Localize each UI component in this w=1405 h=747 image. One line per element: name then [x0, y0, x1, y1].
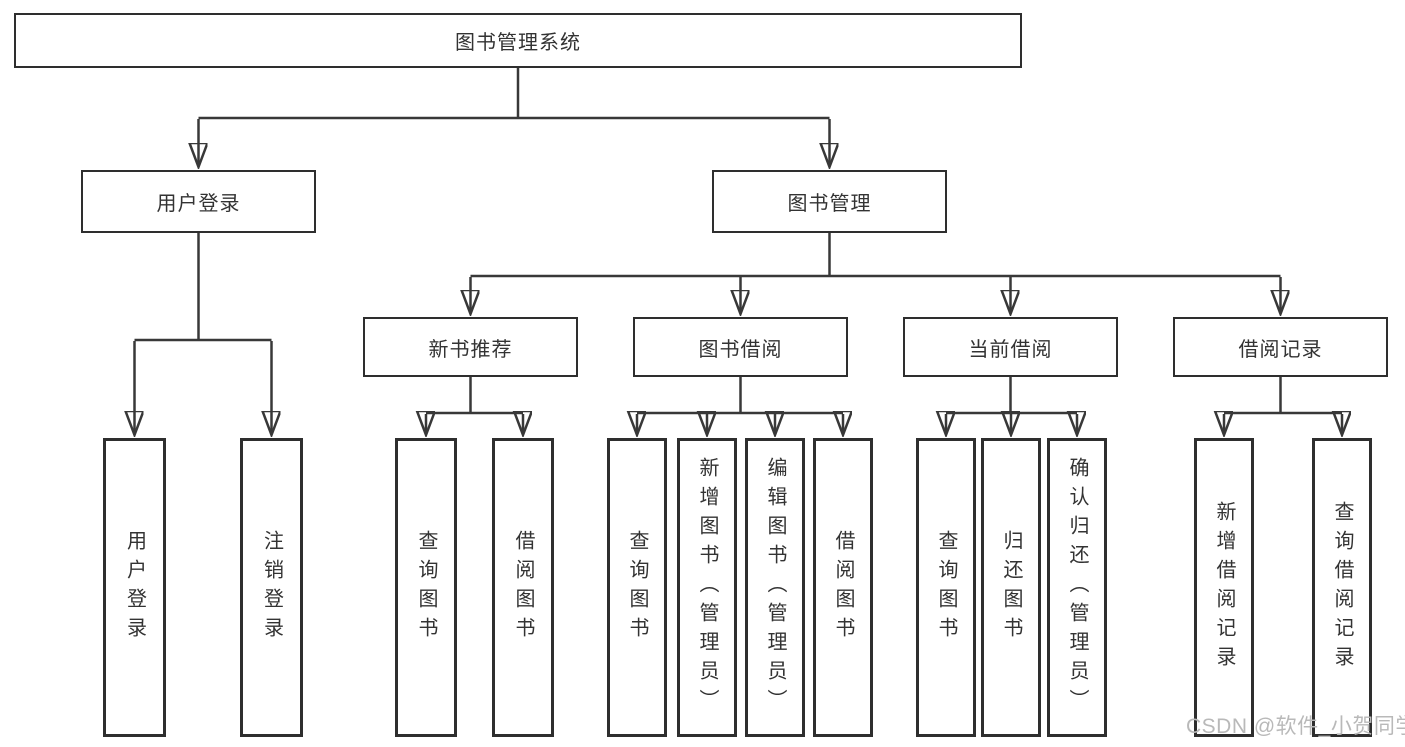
node-label: 新书推荐	[428, 338, 513, 361]
node-borrowing-records: 借阅记录	[1173, 317, 1388, 377]
node-label: 图书借阅	[698, 338, 783, 361]
node-label: 归还图书	[1000, 529, 1022, 646]
node-label: 新增图书（管理员）	[696, 457, 718, 718]
node-book-management: 图书管理	[712, 170, 947, 233]
node-label: 图书管理系统	[455, 32, 581, 54]
node-label: 查询图书	[415, 529, 437, 646]
leaf-confirm-return-admin: 确认归还（管理员）	[1047, 438, 1107, 737]
leaf-add-books-admin: 新增图书（管理员）	[677, 438, 737, 737]
leaf-borrow-books: 借阅图书	[813, 438, 873, 737]
node-user-login: 用户登录	[81, 170, 316, 233]
node-label: 查询图书	[626, 529, 648, 646]
node-label: 确认归还（管理员）	[1066, 457, 1088, 718]
leaf-borrow-books-recommend: 借阅图书	[492, 438, 554, 737]
node-label: 当前借阅	[968, 338, 1053, 361]
node-label: 查询借阅记录	[1331, 500, 1353, 675]
node-library-management-system: 图书管理系统	[14, 13, 1022, 68]
leaf-query-books-recommend: 查询图书	[395, 438, 457, 737]
node-label: 用户登录	[123, 529, 146, 646]
node-label: 图书管理	[787, 193, 872, 215]
node-label: 查询图书	[935, 529, 957, 646]
leaf-edit-books-admin: 编辑图书（管理员）	[745, 438, 805, 737]
node-label: 新增借阅记录	[1213, 500, 1235, 675]
leaf-user-login: 用户登录	[103, 438, 166, 737]
leaf-query-borrow-record: 查询借阅记录	[1312, 438, 1372, 737]
leaf-query-books-current: 查询图书	[916, 438, 976, 737]
node-label: 编辑图书（管理员）	[764, 457, 786, 718]
node-new-book-recommendation: 新书推荐	[363, 317, 578, 377]
leaf-return-books: 归还图书	[981, 438, 1041, 737]
leaf-logout: 注销登录	[240, 438, 303, 737]
node-label: 借阅图书	[512, 529, 534, 646]
node-label: 借阅记录	[1238, 338, 1323, 361]
node-book-borrowing: 图书借阅	[633, 317, 848, 377]
leaf-query-books-borrow: 查询图书	[607, 438, 667, 737]
leaf-add-borrow-record: 新增借阅记录	[1194, 438, 1254, 737]
node-label: 注销登录	[260, 529, 283, 646]
node-current-borrowing: 当前借阅	[903, 317, 1118, 377]
csdn-watermark: CSDN @软件_小贺同学	[1186, 715, 1405, 738]
node-label: 用户登录	[156, 193, 241, 215]
node-label: 借阅图书	[832, 529, 854, 646]
